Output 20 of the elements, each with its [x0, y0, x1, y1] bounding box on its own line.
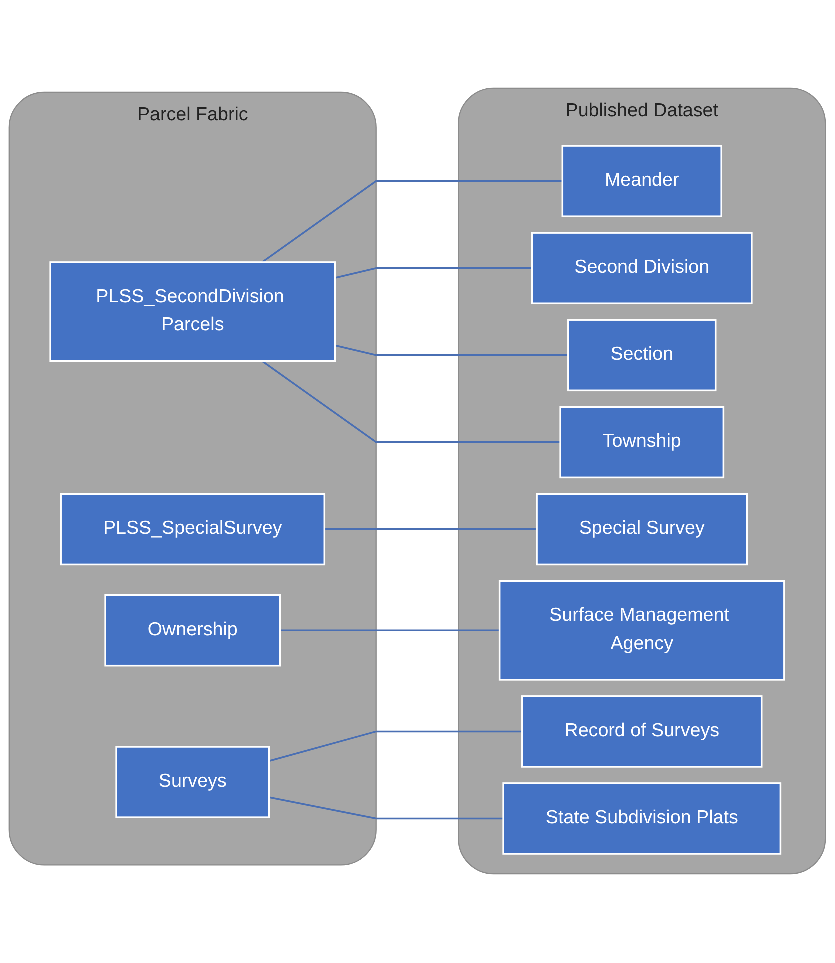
node-box: Surface Management Agency	[498, 580, 786, 682]
node-box: Township	[560, 406, 725, 479]
connector	[324, 528, 538, 531]
node-box: PLSS_SpecialSurvey	[60, 494, 326, 566]
node-box: Special Survey	[536, 494, 748, 566]
connector	[262, 360, 561, 444]
node-box: Record of Surveys	[522, 696, 763, 768]
connector	[334, 345, 568, 357]
connector	[269, 796, 504, 820]
node-box: State Subdivision Plats	[502, 782, 782, 856]
node-box: Meander	[562, 145, 722, 218]
connector	[262, 180, 563, 264]
node-box: Second Division	[531, 232, 753, 305]
connector	[334, 268, 532, 280]
node-box: Surveys	[116, 746, 270, 819]
connector	[280, 630, 500, 632]
node-box: PLSS_SecondDivision Parcels	[50, 262, 336, 362]
connector	[268, 731, 522, 762]
node-box: Ownership	[104, 594, 282, 668]
node-box: Section	[568, 320, 717, 392]
